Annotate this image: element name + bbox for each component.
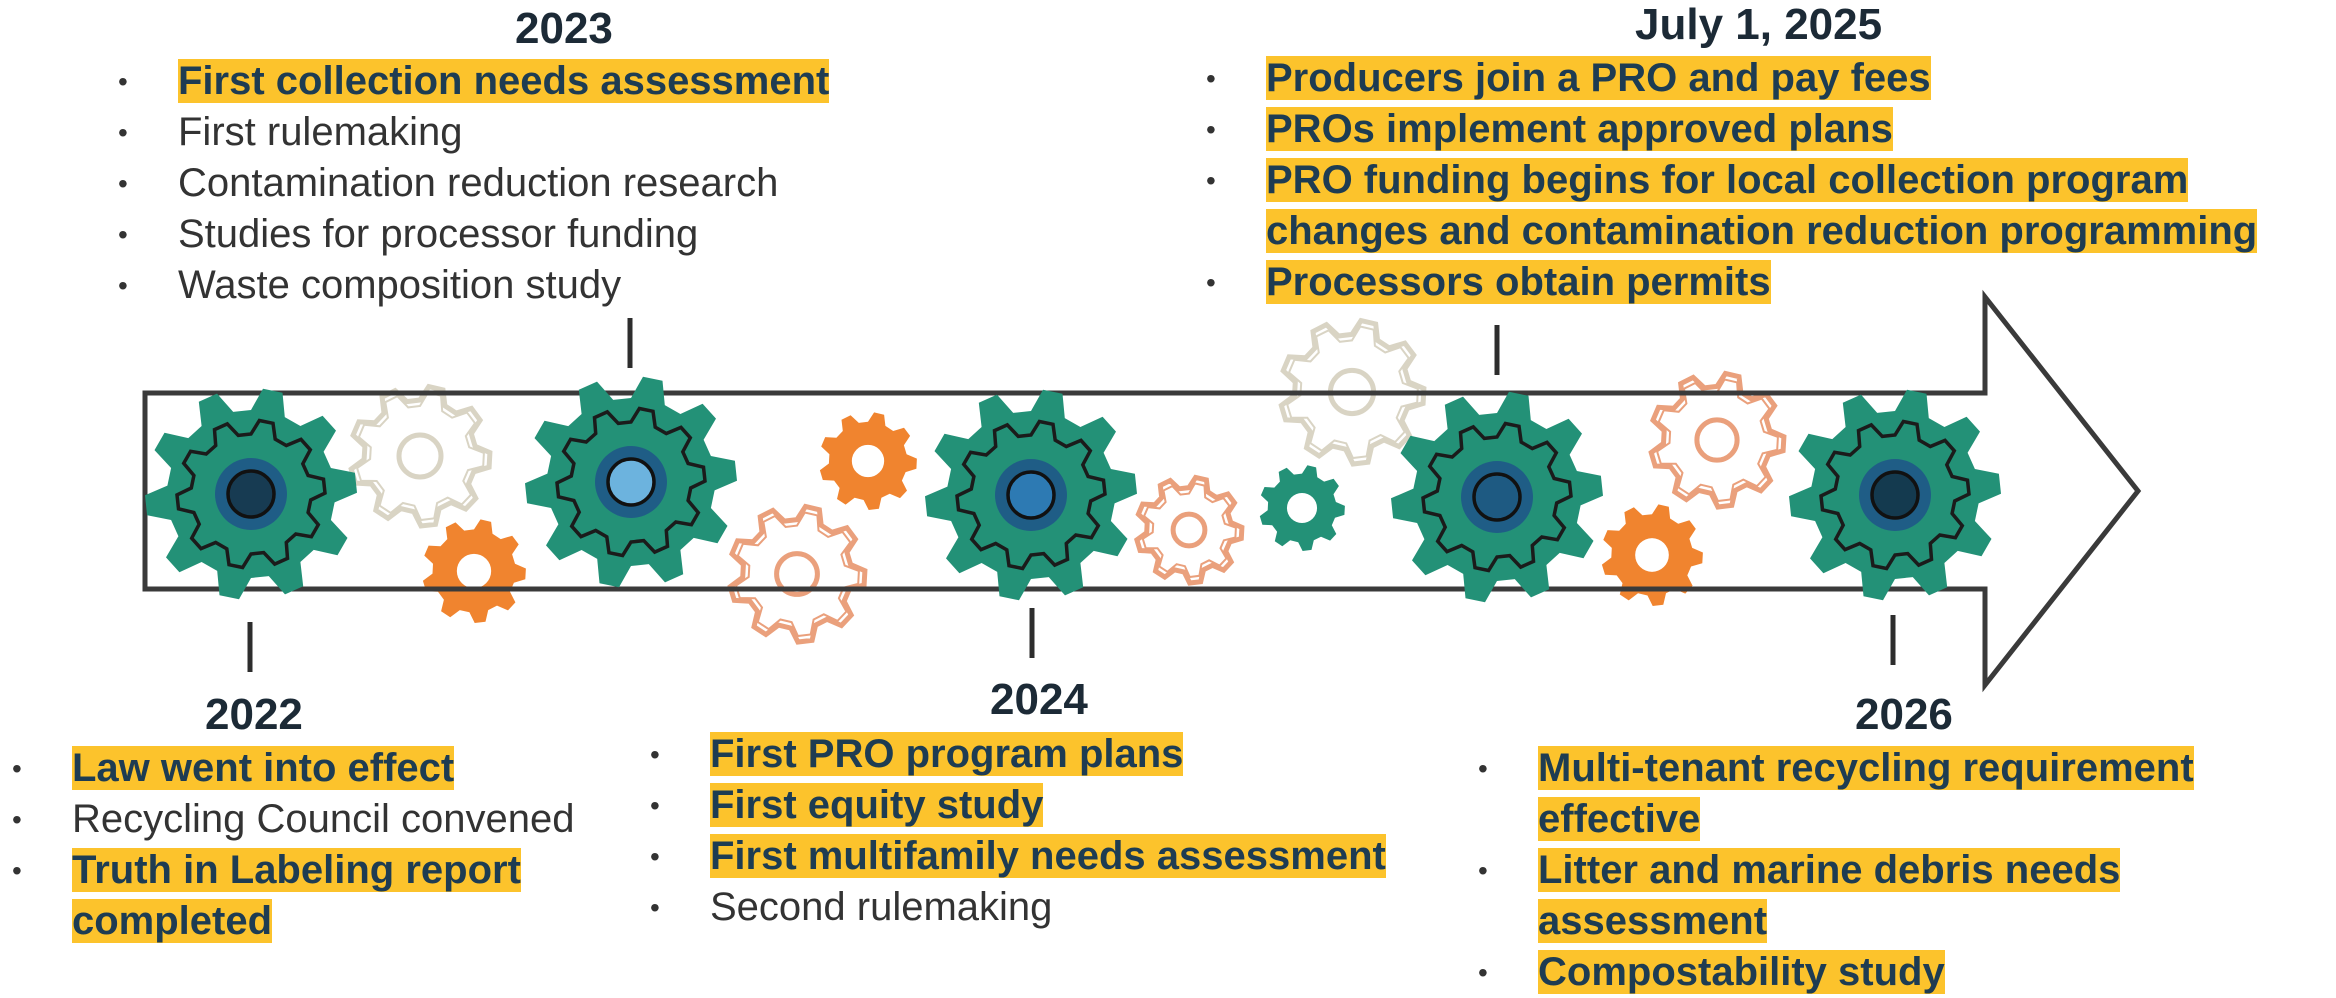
milestone-gear-2026 xyxy=(1789,389,2001,601)
item-text: Second rulemaking xyxy=(710,885,1053,929)
timeline-arrow xyxy=(142,289,2142,693)
milestone-item: Contamination reduction research xyxy=(118,158,829,209)
milestone-gear-2024 xyxy=(925,389,1137,601)
milestone-item: Compostability study xyxy=(1478,947,2194,998)
item-text: completed xyxy=(72,899,273,943)
milestone-item: Producers join a PRO and pay fees xyxy=(1206,53,2257,104)
gear-outline-orange xyxy=(727,503,868,645)
year-label-2022: 2022 xyxy=(205,690,303,739)
connector-ticks xyxy=(247,318,1896,672)
item-text: First equity study xyxy=(710,783,1044,827)
gear-solid-green xyxy=(1259,465,1345,551)
milestone-2022-list: Law went into effect Recycling Council c… xyxy=(12,743,575,947)
item-text: assessment xyxy=(1538,899,1768,943)
milestone-item: PROs implement approved plans xyxy=(1206,104,2257,155)
gears-layer xyxy=(348,317,1787,645)
item-text: Waste composition study xyxy=(178,263,622,307)
item-text: Law went into effect xyxy=(72,746,455,790)
gear-solid-orange xyxy=(1601,504,1703,606)
milestone-2025-list: Producers join a PRO and pay fees PROs i… xyxy=(1206,53,2258,308)
milestone-2023-list: First collection needs assessment First … xyxy=(118,56,830,311)
milestone-item: Recycling Council convened xyxy=(12,794,575,845)
item-text: First multifamily needs assessment xyxy=(710,834,1386,878)
milestone-item: Law went into effect xyxy=(12,743,575,794)
item-text: PRO funding begins for local collection … xyxy=(1266,158,2189,202)
milestone-item: Studies for processor funding xyxy=(118,209,829,260)
item-text: Compostability study xyxy=(1538,950,1945,994)
milestone-gear-2025 xyxy=(1391,391,1603,603)
milestone-item: Processors obtain permits xyxy=(1206,257,2257,308)
item-text: changes and contamination reduction prog… xyxy=(1266,209,2258,253)
milestone-item: First PRO program plans xyxy=(650,729,1386,780)
year-label-2023: 2023 xyxy=(515,4,613,53)
milestone-item: Second rulemaking xyxy=(650,882,1386,933)
item-text: First rulemaking xyxy=(178,110,463,154)
year-label-2026: 2026 xyxy=(1855,690,1953,739)
milestone-2024-list: First PRO program plans First equity stu… xyxy=(650,729,1386,933)
item-text: Processors obtain permits xyxy=(1266,260,1771,304)
gear-outline-orange xyxy=(1133,474,1245,586)
item-text: Recycling Council convened xyxy=(72,797,575,841)
item-text: Multi-tenant recycling requirement xyxy=(1538,746,2194,790)
item-text: Studies for processor funding xyxy=(178,212,699,256)
milestone-item: First collection needs assessment xyxy=(118,56,830,107)
item-text: PROs implement approved plans xyxy=(1266,107,1893,151)
item-text: Producers join a PRO and pay fees xyxy=(1266,56,1931,100)
year-label-2025: July 1, 2025 xyxy=(1635,0,1883,49)
gear-outline-orange xyxy=(1648,370,1787,510)
item-text: Truth in Labeling report xyxy=(72,848,521,892)
gear-solid-orange xyxy=(819,412,917,510)
item-text: effective xyxy=(1538,797,1701,841)
gear-outline-cream xyxy=(348,383,493,529)
milestone-item: First rulemaking xyxy=(118,107,829,158)
item-text: First collection needs assessment xyxy=(178,59,830,103)
milestone-gear-2022 xyxy=(145,388,357,600)
milestone-item: First multifamily needs assessment xyxy=(650,831,1386,882)
milestone-item: Waste composition study xyxy=(118,260,829,311)
milestone-item: Multi-tenant recycling requirement effect… xyxy=(1478,743,2194,845)
item-text: First PRO program plans xyxy=(710,732,1184,776)
milestone-item: Truth in Labeling report completed xyxy=(12,845,575,947)
milestone-gears-layer xyxy=(145,376,2001,603)
item-text: Contamination reduction research xyxy=(178,161,779,205)
year-label-2024: 2024 xyxy=(990,675,1088,724)
item-text: Litter and marine debris needs xyxy=(1538,848,2121,892)
milestone-item: First equity study xyxy=(650,780,1386,831)
milestone-gear-2023 xyxy=(525,376,737,588)
milestone-2026-list: Multi-tenant recycling requirement effect… xyxy=(1478,743,2194,998)
gear-solid-orange xyxy=(422,519,526,623)
milestone-item: Litter and marine debris needs assessment xyxy=(1478,845,2194,947)
milestone-item: PRO funding begins for local collection … xyxy=(1206,155,2258,257)
